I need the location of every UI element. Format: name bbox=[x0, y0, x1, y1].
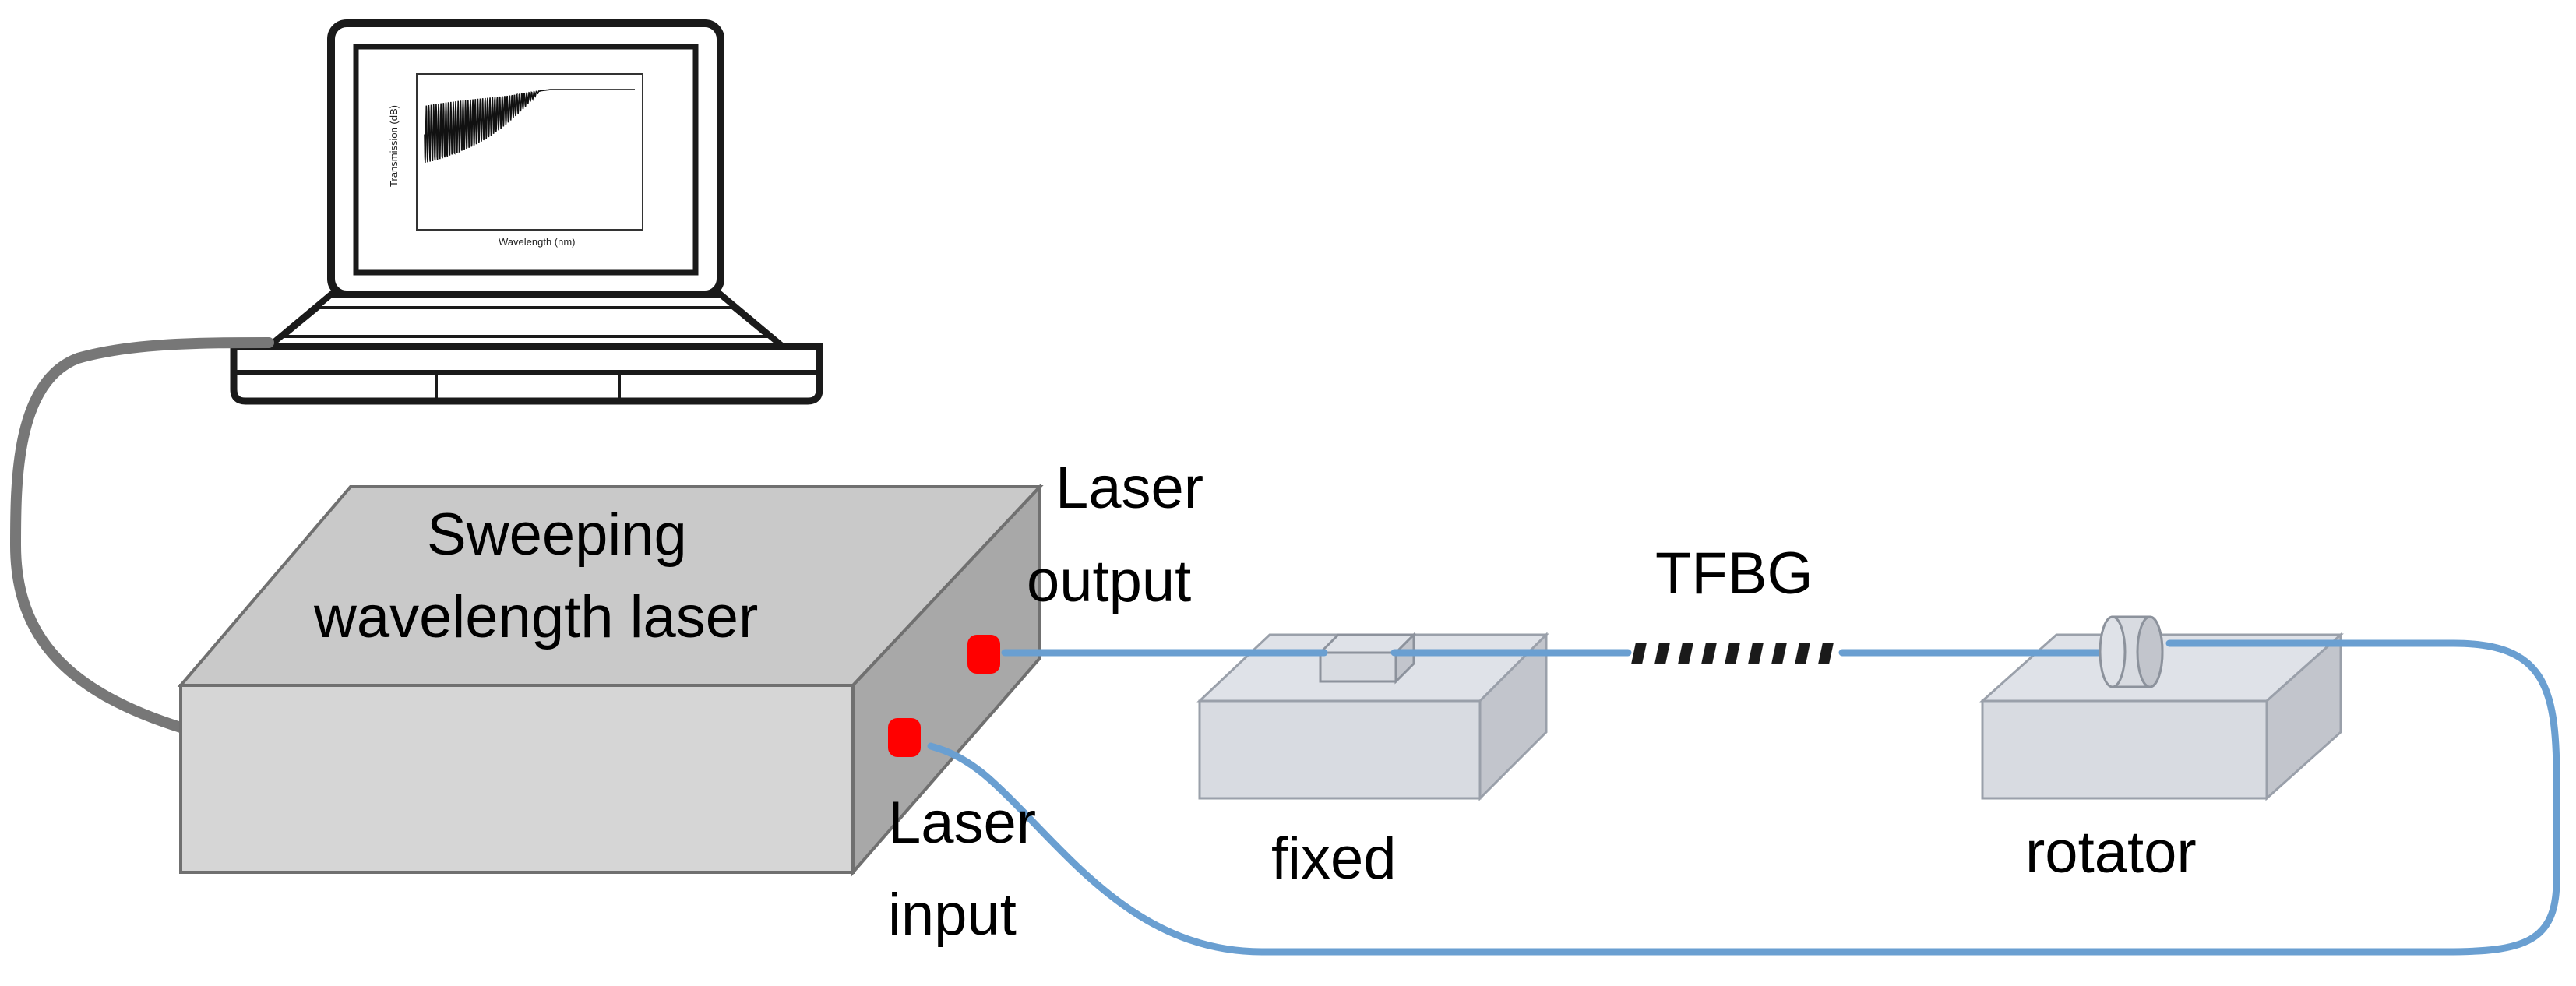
tfbg-label: TFBG bbox=[1655, 541, 1813, 607]
svg-text:Transmission (dB): Transmission (dB) bbox=[388, 105, 400, 187]
grating-mark bbox=[1654, 643, 1670, 664]
grating-mark bbox=[1771, 643, 1787, 664]
laser-output-port bbox=[967, 635, 1000, 674]
grating-mark bbox=[1748, 643, 1764, 664]
input-label-line2: input bbox=[888, 882, 1017, 948]
grating-mark bbox=[1631, 643, 1647, 664]
grating-mark bbox=[1725, 643, 1740, 664]
input-label-line1: Laser bbox=[888, 790, 1036, 856]
grating-mark bbox=[1678, 643, 1693, 664]
grating-mark bbox=[1795, 643, 1810, 664]
rotator-stage-label: rotator bbox=[2025, 819, 2197, 886]
grating-mark bbox=[1818, 643, 1834, 664]
data-cable bbox=[9, 337, 274, 734]
output-label-line2: output bbox=[1027, 548, 1191, 614]
rotator-mount bbox=[2099, 615, 2164, 688]
laser-input-port bbox=[888, 718, 921, 757]
device-label-line1: Sweeping bbox=[427, 502, 687, 568]
transmission-spectrum-plot: Wavelength (nm) Transmission (dB) bbox=[388, 73, 643, 248]
svg-text:Wavelength (nm): Wavelength (nm) bbox=[499, 236, 576, 248]
grating-mark bbox=[1701, 643, 1717, 664]
tfbg-grating bbox=[1631, 643, 1834, 664]
fixed-stage-label: fixed bbox=[1271, 826, 1397, 892]
fixed-stage bbox=[1196, 632, 1549, 801]
output-label-line1: Laser bbox=[1055, 455, 1203, 521]
fiber-return-loop bbox=[927, 639, 2560, 956]
laser-box bbox=[177, 482, 1044, 877]
device-label-line2: wavelength laser bbox=[313, 584, 758, 650]
